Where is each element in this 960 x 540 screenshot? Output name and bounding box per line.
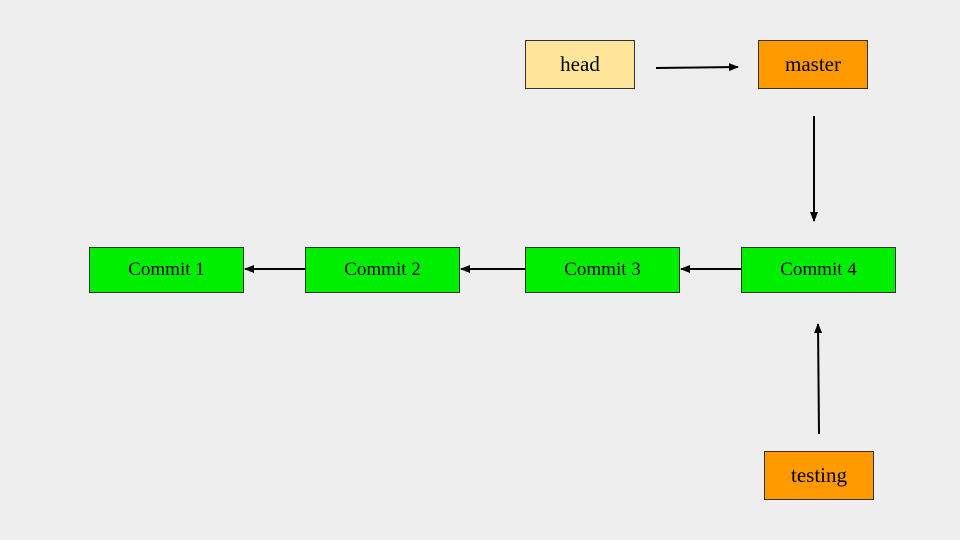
master-branch: master (758, 40, 868, 89)
commit-4-node: Commit 4 (741, 247, 896, 293)
commit-2-node: Commit 2 (305, 247, 460, 293)
head-pointer: head (525, 40, 635, 89)
testing-branch: testing (764, 451, 874, 500)
commit-3-node: Commit 3 (525, 247, 680, 293)
commit-1-node: Commit 1 (89, 247, 244, 293)
edge-testing-to-commit-4 (814, 323, 823, 435)
edge-head-to-master (655, 63, 739, 72)
